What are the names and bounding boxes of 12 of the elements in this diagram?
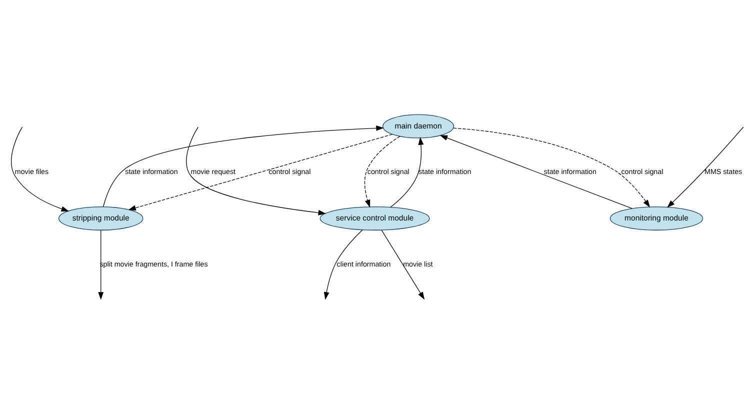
arrow xyxy=(667,126,744,208)
arrow xyxy=(102,124,384,206)
arrow xyxy=(324,229,363,300)
arrow xyxy=(390,136,424,207)
arrow xyxy=(381,229,425,300)
arrow xyxy=(98,229,104,300)
arrow xyxy=(440,134,632,208)
arrow xyxy=(11,126,70,211)
arrow xyxy=(186,126,326,215)
arrow xyxy=(128,134,393,210)
arrow xyxy=(453,127,650,208)
arrow xyxy=(364,136,400,208)
